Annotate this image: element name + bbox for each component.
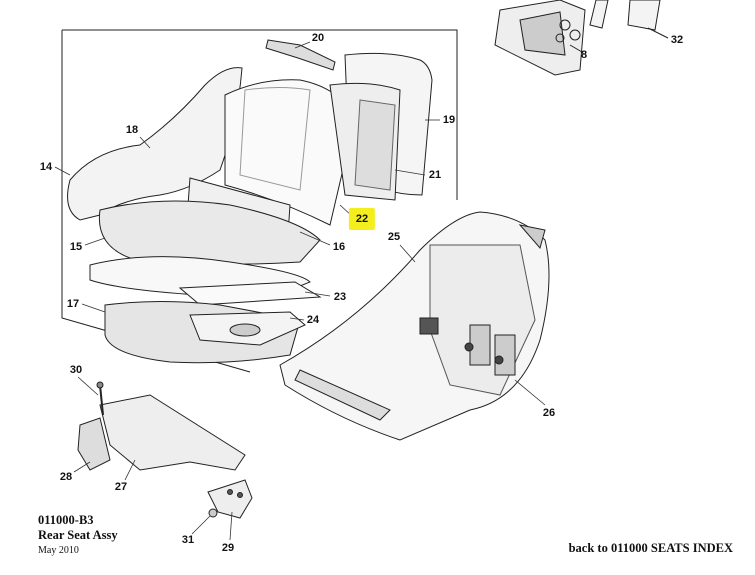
callout-25: 25 <box>387 231 401 243</box>
callout-31: 31 <box>181 534 195 546</box>
callout-8: 8 <box>580 49 588 61</box>
back-to-seats-index-link[interactable]: back to 011000 SEATS INDEX <box>568 541 733 555</box>
callout-15: 15 <box>69 241 83 253</box>
callout-18: 18 <box>125 124 139 136</box>
part-23-layer <box>178 281 322 306</box>
callout-19: 19 <box>442 114 456 126</box>
callout-32: 32 <box>670 34 684 46</box>
part-32-plate-drawing <box>627 0 661 31</box>
callout-22-highlighted: 22 <box>348 208 376 230</box>
diagram-title: Rear Seat Assy <box>38 528 118 542</box>
part-20-strip <box>265 39 336 71</box>
part-29-bracket <box>207 479 253 519</box>
part-15-cushion <box>98 200 321 265</box>
callout-17: 17 <box>66 298 80 310</box>
callout-20: 20 <box>311 32 325 44</box>
callout-26: 26 <box>542 407 556 419</box>
callout-14: 14 <box>39 161 53 173</box>
callout-24: 24 <box>306 314 320 326</box>
part-31-nut <box>208 508 218 518</box>
group-frame <box>62 29 458 200</box>
callout-30: 30 <box>69 364 83 376</box>
callout-16: 16 <box>332 241 346 253</box>
callout-21: 21 <box>428 169 442 181</box>
callout-23: 23 <box>333 291 347 303</box>
callout-27: 27 <box>114 481 128 493</box>
diagram-code: 011000-B3 <box>38 513 94 527</box>
callout-29: 29 <box>221 542 235 554</box>
callout-28: 28 <box>59 471 73 483</box>
part-28-bracket <box>77 417 111 471</box>
part-27-rail <box>99 394 246 471</box>
part-8-bracket-drawing <box>494 0 586 76</box>
diagram-date: May 2010 <box>38 545 79 556</box>
